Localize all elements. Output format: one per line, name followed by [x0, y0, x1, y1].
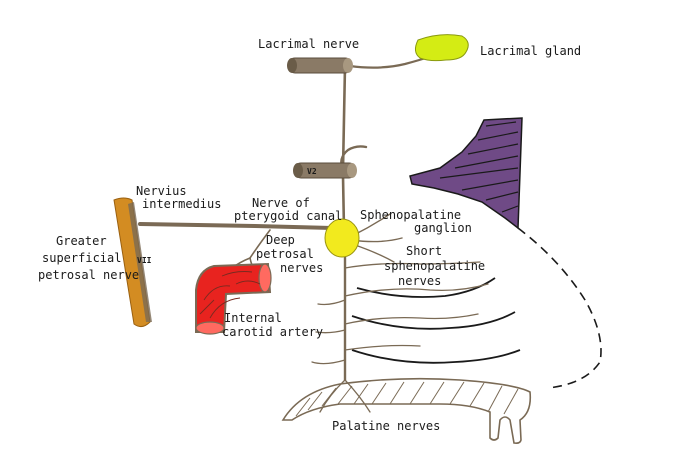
label-lacrimal-nerve: Lacrimal nerve — [258, 37, 359, 51]
label-short: Short — [406, 244, 442, 258]
label-nerves: nerves — [280, 261, 323, 275]
label-internal: Internal — [224, 311, 282, 325]
label-vii: VII — [137, 256, 152, 265]
greater-superficial-petrosal-nerve — [113, 197, 152, 328]
label-palatine-nerves: Palatine nerves — [332, 419, 440, 433]
label-petrosal: petrosal — [256, 247, 314, 261]
internal-carotid-artery — [195, 262, 272, 335]
label-greater: Greater — [56, 234, 107, 248]
lacrimal-gland — [414, 34, 469, 62]
lacrimal-nerve-trunk — [287, 57, 353, 74]
label-nerve-of: Nerve of — [252, 196, 310, 210]
label-short-sphenopalatine: sphenopalatine — [384, 259, 485, 273]
label-short-nerves: nerves — [398, 274, 441, 288]
label-petrosal-nerve: petrosal nerve — [38, 268, 139, 282]
label-carotid-artery: carotid artery — [222, 325, 323, 339]
sphenopalatine-ganglion — [324, 218, 360, 258]
label-sphenopalatine: Sphenopalatine — [360, 208, 461, 222]
palate-hatched — [281, 377, 532, 444]
label-deep: Deep — [266, 233, 295, 247]
label-intermedius: intermedius — [142, 197, 221, 211]
dashed-outline — [517, 227, 602, 389]
v2-nerve-trunk — [293, 162, 357, 179]
label-nervius: Nervius — [136, 184, 187, 198]
label-lacrimal-gland: Lacrimal gland — [480, 44, 581, 58]
label-superficial: superficial — [42, 251, 121, 265]
label-pterygoid-canal: pterygoid canal — [234, 209, 342, 223]
label-ganglion: ganglion — [414, 221, 472, 235]
label-v2: V2 — [307, 167, 317, 176]
